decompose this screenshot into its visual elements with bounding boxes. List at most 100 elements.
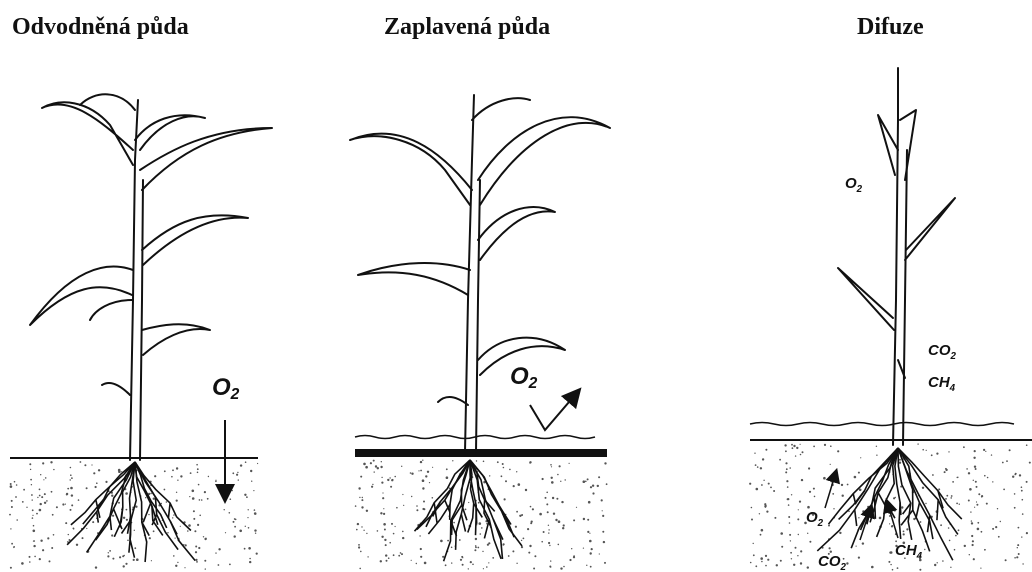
soil-dot xyxy=(501,475,503,477)
soil-dot xyxy=(111,495,113,497)
soil-dot xyxy=(254,509,256,511)
soil-dot xyxy=(598,476,600,478)
soil-dot xyxy=(432,467,433,468)
soil-dot xyxy=(860,457,861,458)
soil-dot xyxy=(974,450,976,452)
soil-dot xyxy=(256,553,258,555)
soil-dot xyxy=(483,461,485,463)
soil-dot xyxy=(924,549,925,550)
root-branch xyxy=(143,502,151,523)
soil-dot xyxy=(32,517,34,519)
soil-dot xyxy=(809,491,811,493)
soil-dot xyxy=(244,494,246,496)
soil-dot xyxy=(1006,460,1008,462)
soil-dot xyxy=(73,528,74,529)
soil-dot xyxy=(11,506,13,508)
soil-dot xyxy=(15,496,17,498)
soil-dot xyxy=(824,444,826,446)
soil-dot xyxy=(502,544,504,546)
water-surface-line xyxy=(750,423,1014,426)
soil-dot xyxy=(569,463,570,464)
soil-dot xyxy=(583,518,585,520)
soil-dot xyxy=(795,547,797,549)
soil-dot xyxy=(998,536,1000,538)
soil-dot xyxy=(983,449,985,451)
soil-dot xyxy=(70,509,72,511)
soil-dot xyxy=(387,479,389,481)
soil-dot xyxy=(119,556,121,558)
soil-dot xyxy=(420,556,422,558)
soil-dot xyxy=(976,504,978,506)
soil-dot xyxy=(502,463,504,465)
soil-dot xyxy=(381,461,382,462)
soil-dot xyxy=(592,485,594,487)
root-branch xyxy=(168,503,170,518)
soil-dot xyxy=(112,558,114,560)
soil-dot xyxy=(135,506,137,508)
soil-dot xyxy=(204,538,206,540)
soil-dot xyxy=(560,481,561,482)
soil-dot xyxy=(460,559,462,561)
soil-dot xyxy=(602,515,604,517)
soil-dot xyxy=(1019,474,1021,476)
soil-dot xyxy=(971,522,973,524)
soil-dot xyxy=(362,497,363,498)
soil-dot xyxy=(576,507,577,508)
soil-dot xyxy=(892,569,894,571)
soil-dot xyxy=(134,547,136,549)
soil-dot xyxy=(358,487,360,489)
soil-dot xyxy=(565,479,566,480)
soil-dot xyxy=(29,463,31,465)
soil-dot xyxy=(476,460,477,461)
soil-dot xyxy=(950,567,951,568)
soil-dot xyxy=(34,556,36,558)
soil-dot xyxy=(215,552,216,553)
soil-dot xyxy=(390,486,392,488)
soil-dot xyxy=(972,544,974,546)
soil-dot xyxy=(108,552,109,553)
soil-dot xyxy=(552,497,554,499)
soil-dot xyxy=(601,499,603,501)
soil-dot xyxy=(509,469,511,471)
soil-dot xyxy=(218,564,220,566)
soil-dot xyxy=(603,541,605,543)
soil-dot xyxy=(70,479,71,480)
soil-dot xyxy=(396,507,398,509)
soil-dot xyxy=(95,486,97,488)
soil-dot xyxy=(1014,493,1016,495)
soil-dot xyxy=(11,543,13,545)
soil-dot xyxy=(760,557,763,560)
soil-dot xyxy=(563,566,565,568)
soil-dot xyxy=(185,544,187,546)
soil-dot xyxy=(82,537,84,539)
soil-dot xyxy=(973,480,974,481)
soil-dot xyxy=(420,548,422,550)
soil-dot xyxy=(590,486,592,488)
soil-dot xyxy=(195,559,197,561)
soil-dot xyxy=(374,471,375,472)
soil-dot xyxy=(126,509,128,511)
soil-dot xyxy=(36,513,38,515)
soil-dot xyxy=(247,517,248,518)
soil-dot xyxy=(190,472,192,474)
soil-dot xyxy=(562,527,564,529)
soil-dot xyxy=(1009,449,1011,451)
soil-dot xyxy=(532,508,534,510)
o2-label: O2 xyxy=(845,175,863,195)
soil-dot xyxy=(13,547,14,548)
soil-dot xyxy=(98,469,100,471)
soil-dot xyxy=(425,475,427,477)
soil-dot xyxy=(360,551,362,553)
soil-dot xyxy=(32,499,33,500)
soil-dot xyxy=(468,568,469,569)
soil-dot xyxy=(422,460,423,461)
root-branch xyxy=(901,510,913,525)
soil-dot xyxy=(250,470,252,472)
soil-dot xyxy=(363,463,366,466)
root-branch xyxy=(474,504,483,518)
plant-1 xyxy=(30,94,272,460)
soil-dot xyxy=(786,480,788,482)
soil-dot xyxy=(402,537,404,539)
soil-dot xyxy=(893,509,896,512)
